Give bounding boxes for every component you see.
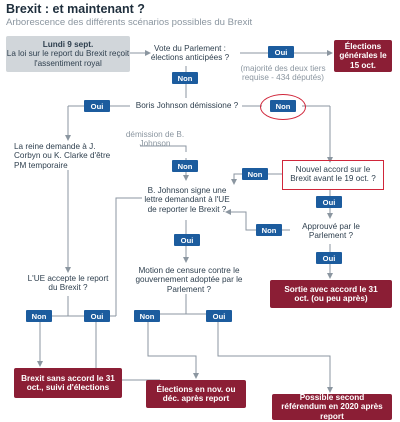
badge-oui-approuve: Oui (316, 252, 342, 264)
demission-label: démission de B. Johnson (125, 130, 185, 149)
badge-non-demission: Non (270, 100, 296, 112)
badge-non-approuve: Non (256, 224, 282, 236)
bj-demission-question: Boris Johnson démissione ? (135, 101, 239, 110)
ue-accepte-question: L'UE accepte le report du Brexit ? (27, 274, 109, 293)
badge-oui-demission: Oui (84, 100, 110, 112)
approuve-question: Approuvé par le Parlement ? (302, 222, 360, 241)
outcome-sans-accord: Brexit sans accord le 31 oct., suivi d'é… (14, 368, 122, 398)
page-subtitle: Arborescence des différents scénarios po… (6, 17, 253, 28)
outcome-second-referendum: Possible second référendum en 2020 après… (272, 393, 392, 421)
badge-non-vote: Non (172, 72, 198, 84)
page-title: Brexit : et maintenant ? (6, 2, 145, 16)
badge-oui-nouvel-accord: Oui (316, 196, 342, 208)
reine-demande: La reine demande à J. Corbyn ou K. Clark… (14, 142, 111, 170)
badge-non-nouvel-accord: Non (242, 168, 268, 180)
badge-oui-bj-signe: Oui (174, 234, 200, 246)
start-text: La loi sur le report du Brexit reçoit l'… (6, 49, 130, 68)
start-date: Lundi 9 sept. (42, 39, 94, 49)
badge-non-demission-bj: Non (172, 160, 198, 172)
badge-oui-ue: Oui (84, 310, 110, 322)
motion-censure-question: Motion de censure contre le gouvernement… (135, 266, 243, 294)
highlight-box-nouvel-accord (282, 160, 384, 190)
badge-oui-vote: Oui (268, 46, 294, 58)
nouvel-accord-question: Nouvel accord sur le Brexit avant le 19 … (290, 165, 376, 184)
start-node: Lundi 9 sept. La loi sur le report du Br… (6, 36, 130, 72)
badge-non-ue: Non (26, 310, 52, 322)
badge-oui-motion: Oui (206, 310, 232, 322)
highlight-ring-non (260, 94, 306, 120)
badge-non-motion: Non (134, 310, 160, 322)
bj-signe-question: B. Johnson signe une lettre demandant à … (144, 186, 230, 214)
vote-parlement-question: Vote du Parlement : élections anticipées… (150, 44, 230, 63)
majorite-note: (majorité des deux tiers requise - 434 d… (240, 64, 326, 83)
outcome-elections-15oct: Élections générales le 15 oct. (334, 40, 392, 72)
outcome-sortie-accord: Sortie avec accord le 31 oct. (ou peu ap… (270, 280, 392, 308)
outcome-elections-nov: Élections en nov. ou déc. après report (146, 380, 246, 408)
